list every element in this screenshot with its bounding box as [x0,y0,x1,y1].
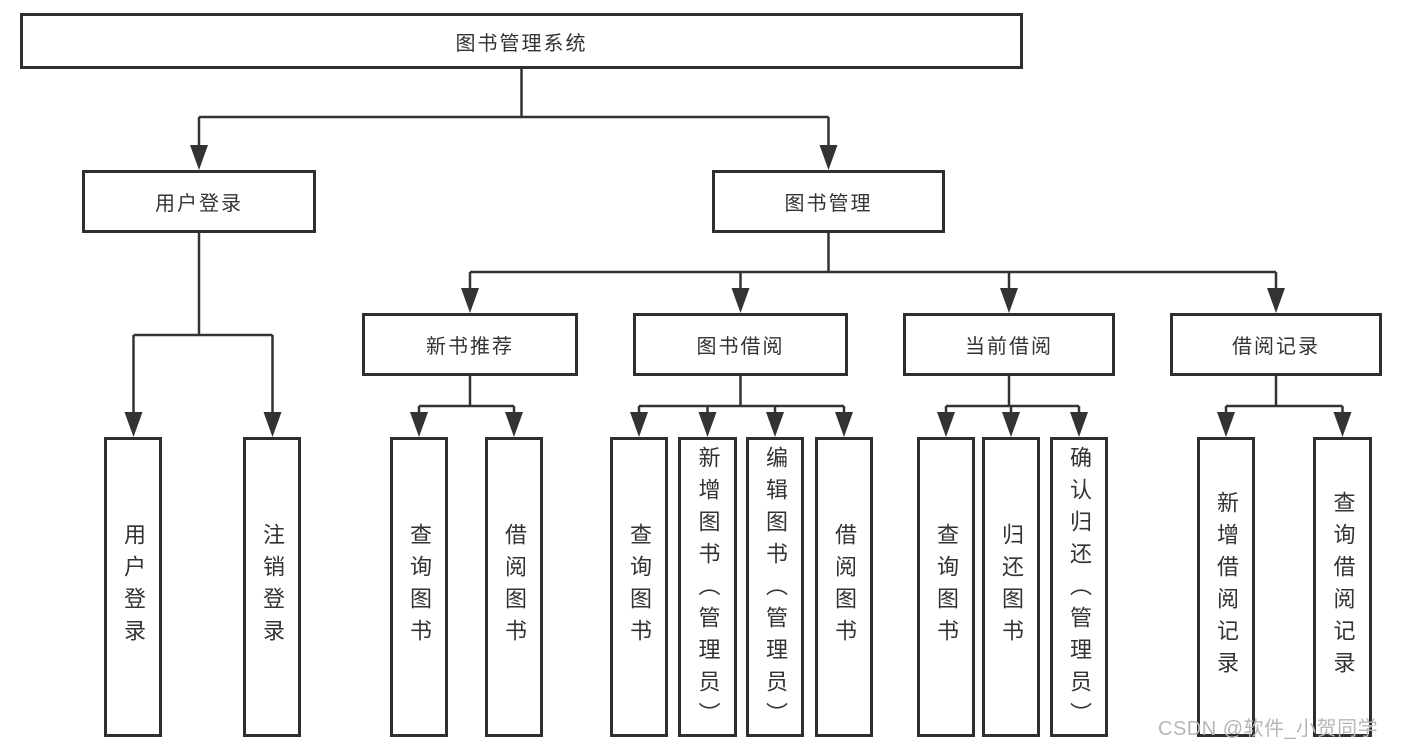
node-book-borrowing: 图书借阅 [633,313,848,376]
connector-paths [132,69,1344,414]
leaf-records-add-record: 新增借阅记录 [1197,437,1255,737]
leaf-borrowing-borrow-books: 借阅图书 [815,437,873,737]
node-borrowing-records: 借阅记录 [1170,313,1382,376]
leaf-recommend-query-books: 查询图书 [390,437,448,737]
leaf-current-return-books: 归还图书 [982,437,1040,737]
leaf-borrowing-add-books-admin: 新增图书（管理员） [678,437,737,737]
node-user-login: 用户登录 [82,170,316,233]
arrowheads [124,145,1352,437]
leaf-current-query-books: 查询图书 [917,437,975,737]
csdn-watermark: CSDN @软件_小贺同学 [1158,718,1379,740]
node-root-system: 图书管理系统 [20,13,1023,69]
leaf-logout: 注销登录 [243,437,301,737]
leaf-user-login: 用户登录 [104,437,162,737]
node-book-management: 图书管理 [712,170,945,233]
leaf-current-confirm-return-admin: 确认归还（管理员） [1050,437,1108,737]
node-current-borrowing: 当前借阅 [903,313,1115,376]
leaf-records-query-record: 查询借阅记录 [1313,437,1372,737]
leaf-borrowing-query-books: 查询图书 [610,437,668,737]
leaf-borrowing-edit-books-admin: 编辑图书（管理员） [746,437,804,737]
leaf-recommend-borrow-books: 借阅图书 [485,437,543,737]
node-new-book-recommend: 新书推荐 [362,313,578,376]
